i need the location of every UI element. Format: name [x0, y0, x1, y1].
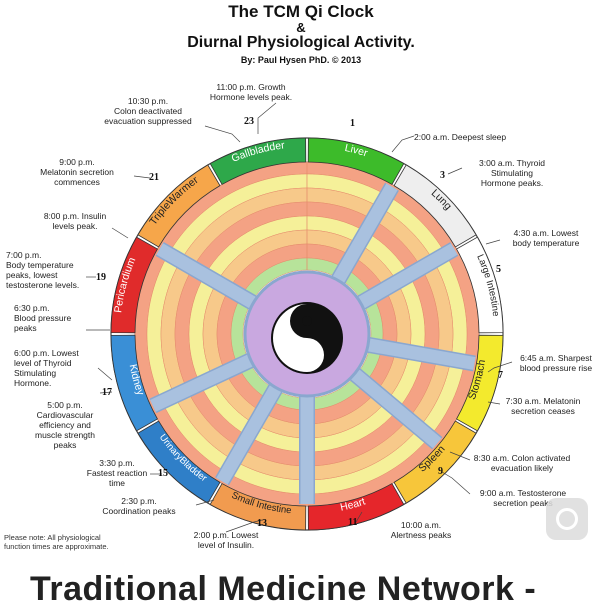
- spoke-fill-2: [352, 243, 458, 312]
- annotation-leaders: [86, 102, 513, 533]
- annotation-0430: 4:30 a.m. Lowest body temperature: [512, 228, 580, 248]
- hour-11: 11: [348, 517, 358, 528]
- hour-7: 7: [498, 370, 503, 381]
- organ-ring: [110, 137, 504, 531]
- leader-11: [355, 511, 363, 523]
- organ-segment-1: [307, 137, 405, 185]
- annotation-0730: 7:30 a.m. Melatonin secretion ceases: [505, 396, 581, 416]
- leader-10: [225, 519, 263, 533]
- disclaimer-note: Please note: All physiological function …: [4, 533, 109, 551]
- leader-1: [204, 125, 241, 143]
- leader-13: [449, 451, 471, 461]
- organ-segment-8: [137, 420, 221, 504]
- leader-7: [99, 391, 113, 394]
- annotation-0900: 9:00 a.m. Testosterone secretion peaks: [479, 488, 567, 508]
- leader-17: [447, 167, 463, 175]
- hour-21: 21: [149, 172, 159, 183]
- organ-segment-4: [456, 334, 504, 432]
- hour-19: 19: [96, 272, 106, 283]
- author-byline: By: Paul Hysen PhD. © 2013: [240, 55, 362, 65]
- yang-dot: [302, 316, 312, 326]
- annotation-0300: 3:00 a.m. Thyroid Stimulating Hormone pe…: [479, 158, 545, 188]
- annotation-0645: 6:45 a.m. Sharpest blood pressure rise: [519, 353, 593, 373]
- plus-icon: [556, 508, 578, 530]
- annotation-2000: 8:00 p.m. Insulin levels peak.: [43, 211, 107, 231]
- organ-segment-7: [209, 483, 307, 531]
- organ-segment-5: [393, 420, 477, 504]
- annotation-1400: 2:00 p.m. Lowest level of Insulin.: [193, 530, 259, 550]
- leader-15: [487, 361, 513, 373]
- organ-segment-10: [110, 236, 158, 334]
- hour-3: 3: [440, 170, 445, 181]
- annotation-1430: 2:30 p.m. Coordination peaks: [102, 496, 176, 516]
- annotation-1800: 6:00 p.m. Lowest level of Thyroid Stimul…: [14, 348, 79, 388]
- annotation-2230: 10:30 p.m. Colon deactivated evacuation …: [104, 96, 192, 126]
- annotation-2100: 9:00 p.m. Melatonin secretion commences: [40, 157, 114, 187]
- annotation-1900: 7:00 p.m. Body temperature peaks, lowest…: [6, 250, 80, 290]
- spoke-fill-6: [216, 379, 285, 485]
- annotation-1530: 3:30 p.m. Fastest reaction time: [86, 458, 148, 488]
- leader-9: [195, 499, 215, 506]
- hour-5: 5: [496, 264, 501, 275]
- hour-17: 17: [102, 387, 112, 398]
- footer-heading: Traditional Medicine Network -: [30, 570, 537, 608]
- leader-6: [97, 367, 113, 381]
- organ-segment-11: [137, 164, 221, 248]
- leader-18: [391, 135, 415, 153]
- hour-1: 1: [350, 118, 355, 129]
- spoke-fill-3: [361, 337, 476, 370]
- leader-12: [441, 471, 471, 495]
- organ-segment-9: [110, 334, 158, 432]
- leader-16: [485, 239, 501, 245]
- organ-segment-3: [456, 236, 504, 334]
- title-ampersand: &: [296, 20, 306, 35]
- leader-3: [111, 227, 129, 239]
- yin-dot: [302, 350, 312, 360]
- diagram-title: The TCM Qi Clock: [228, 2, 374, 21]
- spoke-fill-8: [156, 243, 262, 312]
- annotation-0200: 2:00 a.m. Deepest sleep: [414, 132, 507, 142]
- yin-yang-icon: [271, 302, 343, 374]
- hour-9: 9: [438, 466, 443, 477]
- leader-14: [487, 401, 501, 405]
- organ-segment-0: [209, 137, 307, 185]
- annotation-1830: 6:30 p.m. Blood pressure peaks: [14, 303, 72, 333]
- annotation-1700: 5:00 p.m. Cardiovascular efficiency and …: [35, 400, 95, 450]
- organ-segment-2: [393, 164, 477, 248]
- annotation-1000: 10:00 a.m. Alertness peaks: [390, 520, 452, 540]
- hour-13: 13: [257, 518, 267, 529]
- meridian-spokes: [149, 182, 476, 504]
- leader-0: [257, 102, 277, 134]
- spoke-fill-4: [345, 365, 442, 449]
- hour-15: 15: [158, 468, 168, 479]
- organ-segment-6: [307, 483, 405, 531]
- hour-23: 23: [244, 116, 254, 127]
- leader-2: [133, 175, 151, 179]
- band-7: [230, 257, 384, 411]
- annotation-2300: 11:00 p.m. Growth Hormone levels peak.: [209, 82, 293, 102]
- spoke-fill-1: [329, 183, 398, 289]
- spoke-fill-7: [150, 351, 259, 412]
- diagram-subtitle: Diurnal Physiological Activity.: [187, 34, 415, 51]
- annotation-0830: 8:30 a.m. Colon activated evacuation lik…: [473, 453, 571, 473]
